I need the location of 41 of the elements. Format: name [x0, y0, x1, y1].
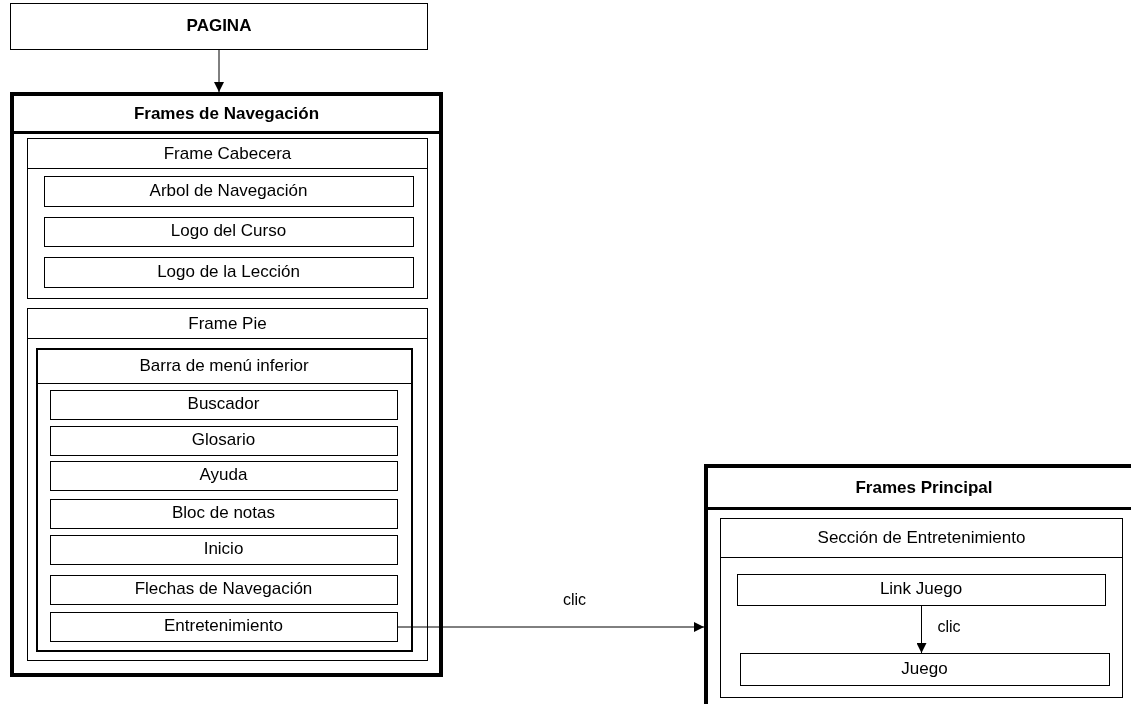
item-box — [49, 611, 398, 642]
item-box — [49, 574, 398, 605]
item-box — [736, 573, 1106, 606]
frame-title: Frames Principal — [855, 477, 993, 498]
item-box — [43, 216, 414, 247]
frame-box — [704, 464, 1131, 704]
item-box — [43, 256, 414, 288]
item-label: Entretenimiento — [163, 616, 284, 636]
item-label: Logo de la Lección — [157, 261, 300, 282]
frame-box — [27, 138, 428, 299]
item-box — [739, 652, 1110, 686]
item-box — [10, 3, 428, 50]
frame-title: Sección de Entretenimiento — [817, 528, 1026, 548]
arrow — [916, 605, 927, 654]
frame-box — [35, 347, 413, 652]
item-label: Bloc de notas — [172, 503, 275, 523]
item-box — [49, 389, 398, 420]
item-label: PAGINA — [186, 16, 252, 36]
item-label: Link Juego — [879, 579, 963, 599]
item-label: Inicio — [203, 539, 244, 559]
item-box — [43, 175, 414, 207]
item-box — [49, 534, 398, 565]
item-label: Ayuda — [199, 465, 248, 485]
frame-title: Frame Cabecera — [163, 143, 292, 164]
arrow — [214, 49, 224, 93]
frame-title: Frames de Navegación — [133, 103, 320, 124]
item-box — [49, 460, 398, 491]
item-label: Arbol de Navegación — [149, 180, 308, 201]
item-box — [49, 425, 398, 456]
arrow — [397, 622, 705, 632]
frame-box — [10, 92, 443, 677]
item-label: Flechas de Navegación — [134, 579, 313, 599]
item-label: Glosario — [191, 430, 256, 450]
frame-box — [720, 518, 1123, 698]
frame-box — [27, 308, 428, 661]
item-box — [49, 498, 398, 529]
frame-title: Barra de menú inferior — [139, 356, 309, 376]
item-label: Logo del Curso — [170, 221, 287, 241]
item-label: Buscador — [187, 394, 260, 414]
frame-title: Frame Pie — [188, 313, 267, 334]
item-label: Juego — [901, 658, 948, 679]
